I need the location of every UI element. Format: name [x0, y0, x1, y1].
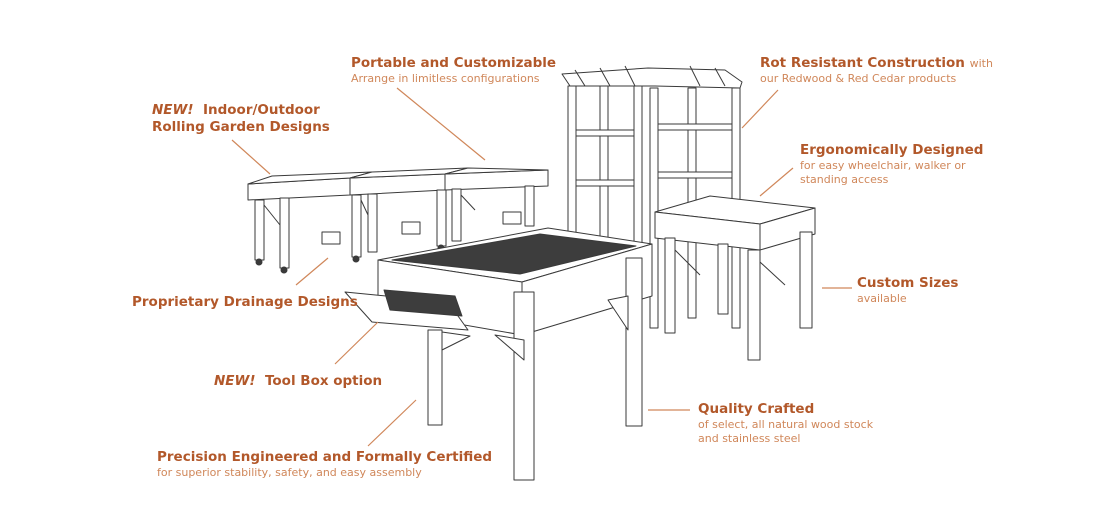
precision-subtitle: for superior stability, safety, and easy… [157, 465, 422, 479]
ergonomic-sub1: for easy wheelchair, walker or [800, 158, 966, 172]
custom-title: Custom Sizes [857, 275, 959, 291]
callout-precision: Precision Engineered and Formally Certif… [157, 449, 492, 480]
new-tag: NEW! [152, 102, 194, 118]
custom-subtitle: available [857, 291, 907, 305]
indoor-line2: Rolling Garden Designs [152, 118, 330, 135]
callout-portable: Portable and Customizable Arrange in lim… [351, 55, 556, 86]
rolling-planter-group [247, 167, 549, 274]
quality-title: Quality Crafted [698, 401, 815, 417]
callout-rot-resistant: Rot Resistant Construction with our Redw… [760, 55, 993, 86]
quality-sub2: and stainless steel [698, 431, 801, 445]
ergonomic-sub2: standing access [800, 172, 889, 186]
callout-indoor-outdoor: NEW! Indoor/Outdoor Rolling Garden Desig… [152, 102, 330, 136]
new-tag: NEW! [214, 373, 256, 389]
callout-toolbox: NEW! Tool Box option [214, 373, 382, 390]
callout-quality: Quality Crafted of select, all natural w… [698, 401, 873, 445]
indoor-line1: Indoor/Outdoor [202, 102, 320, 118]
callout-drainage: Proprietary Drainage Designs [132, 294, 358, 311]
front-planter [344, 227, 653, 481]
ergonomic-title: Ergonomically Designed [800, 142, 984, 158]
precision-title: Precision Engineered and Formally Certif… [157, 449, 493, 465]
portable-subtitle: Arrange in limitless configurations [351, 71, 540, 85]
callout-custom-sizes: Custom Sizes available [857, 275, 958, 306]
callout-ergonomic: Ergonomically Designed for easy wheelcha… [800, 142, 983, 186]
drainage-title: Proprietary Drainage Designs [132, 294, 358, 310]
rot-subtitle: our Redwood & Red Cedar products [760, 71, 957, 85]
toolbox-title: Tool Box option [264, 373, 383, 389]
rot-title-suffix: with [969, 57, 993, 70]
quality-sub1: of select, all natural wood stock [698, 417, 874, 431]
right-planter [654, 195, 816, 361]
leader-lines [231, 87, 852, 447]
rot-title: Rot Resistant Construction [760, 55, 965, 71]
portable-title: Portable and Customizable [351, 55, 557, 71]
